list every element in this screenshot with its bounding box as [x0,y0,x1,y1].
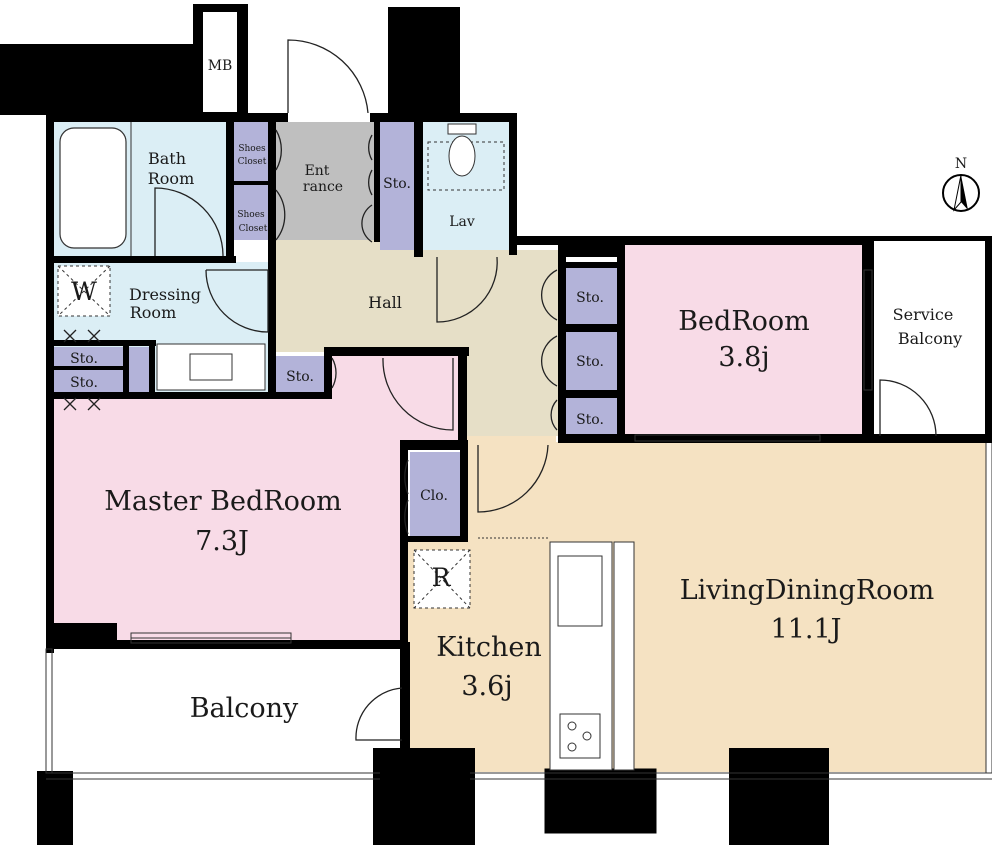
master-bedroom-size: 7.3J [195,526,249,557]
sto-b [565,332,617,390]
shoes-closet-2 [234,185,270,240]
living-dining-name: LivingDiningRoom [680,575,935,606]
bedroom-name: BedRoom [678,306,810,337]
washer-label: W [71,277,97,306]
kitchen-name: Kitchen [436,632,542,663]
shoes-closet-2-label-1: Shoes [237,210,265,220]
sto-b-label: Sto. [576,354,604,370]
lav-label: Lav [449,214,475,230]
shoes-closet-1-label-1: Shoes [238,144,266,154]
master-bedroom-area [53,356,458,640]
sto-entrance [380,122,414,250]
kitchen-counter-strip [466,436,556,544]
north-compass: N [942,156,980,212]
hall-area [276,240,558,436]
master-bedroom-name: Master BedRoom [104,486,341,517]
entrance-area [276,122,374,240]
entrance-label-2: rance [303,179,343,195]
bedroom-size: 3.8j [718,342,769,373]
shoes-closet-2-label-2: Closet [239,224,268,234]
compass-label: N [955,156,967,172]
bath-room-label-1: Bath [148,149,186,168]
dressing-room-label-1: Dressing [129,285,201,304]
kitchen-size: 3.6j [461,671,512,702]
living-dining-size: 11.1J [771,614,842,645]
mb-label: MB [208,58,233,74]
sto-e [53,347,123,367]
shoes-closet-1 [234,122,270,182]
clo [410,452,460,536]
sto-e-label: Sto. [70,351,98,367]
clo-label: Clo. [420,488,448,504]
sto-small [127,347,149,392]
bath-room-label-2: Room [148,169,194,188]
washer-space [57,265,111,317]
refrigerator-label: R [432,563,452,592]
bedroom-area [625,245,862,435]
sto-c-label: Sto. [576,412,604,428]
service-balcony-label-2: Balcony [898,329,962,348]
refrigerator-space [413,549,471,609]
sto-a-label: Sto. [576,290,604,306]
sto-a [565,268,617,324]
hall-label: Hall [368,293,402,312]
sto-c [565,398,617,434]
bathtub [59,127,127,249]
doors [63,39,937,741]
service-balcony-label-1: Service [893,305,954,324]
toilet [448,135,476,177]
entrance-label-1: Ent [305,163,330,179]
balcony-label: Balcony [190,693,299,724]
sto-d [276,356,324,392]
stove [559,713,601,759]
dressing-room-label-2: Room [130,303,176,322]
sto-f [53,370,123,392]
shoes-closet-1-label-2: Closet [238,157,267,167]
sto-d-label: Sto. [286,369,314,385]
sto-entrance-label: Sto. [383,176,411,192]
sto-f-label: Sto. [70,375,98,391]
